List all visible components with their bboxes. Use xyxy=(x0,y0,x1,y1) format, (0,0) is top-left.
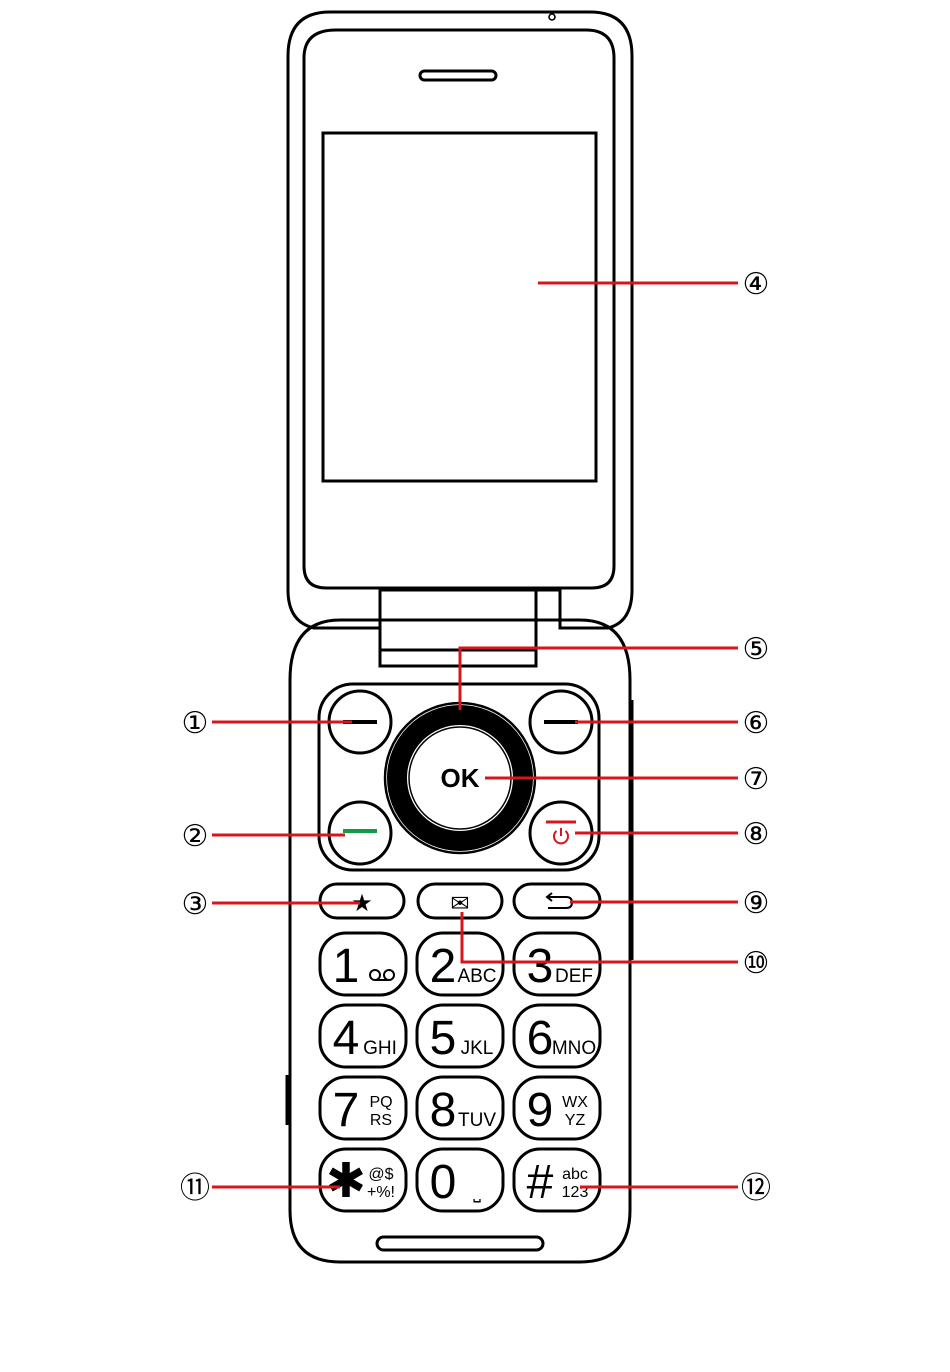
front-camera-dot xyxy=(549,14,555,20)
key-digit: 3 xyxy=(527,940,554,993)
key-letters-bottom: +%! xyxy=(367,1184,395,1201)
callout-4: ④ xyxy=(743,267,770,302)
microphone-slot xyxy=(377,1237,543,1250)
callout-8: ⑧ xyxy=(743,817,770,852)
key-letters: MNO xyxy=(552,1038,596,1059)
leader-5 xyxy=(460,648,738,710)
key-1[interactable]: 1 xyxy=(320,933,406,995)
key-letters-top: abc xyxy=(562,1166,588,1183)
voicemail-icon xyxy=(370,970,394,980)
ok-key-label[interactable]: OK xyxy=(441,763,480,793)
callout-2: ② xyxy=(182,819,209,854)
message-key[interactable]: ✉ xyxy=(418,884,502,918)
callout-11: ⑪ xyxy=(180,1171,210,1206)
key-letters-top: PQ xyxy=(369,1094,392,1111)
favorite-key[interactable]: ★ xyxy=(320,884,404,918)
callout-5: ⑤ xyxy=(743,632,770,667)
key-letters: JKL xyxy=(461,1038,494,1059)
key-digit: 5 xyxy=(430,1012,457,1065)
call-key[interactable] xyxy=(329,802,391,864)
callout-7: ⑦ xyxy=(743,762,770,797)
earpiece-speaker xyxy=(420,71,496,80)
flip-top xyxy=(288,12,632,628)
key-letters: ⎵ xyxy=(473,1182,481,1203)
flip-outer-shell xyxy=(288,12,632,628)
key-letters-bottom: YZ xyxy=(565,1112,586,1129)
callout-1: ① xyxy=(182,706,209,741)
key-digit: 6 xyxy=(527,1012,554,1065)
key-letters: TUV xyxy=(458,1110,496,1131)
key-digit: 4 xyxy=(333,1012,360,1065)
key-digit: 8 xyxy=(430,1084,457,1137)
power-icon xyxy=(554,828,568,843)
back-arrow-icon xyxy=(547,893,572,908)
main-screen xyxy=(323,133,596,481)
key-letters-top: @$ xyxy=(368,1166,393,1183)
key-digit: 2 xyxy=(430,940,457,993)
key-letters: ABC xyxy=(457,966,496,987)
key-digit: 7 xyxy=(333,1084,360,1137)
envelope-icon: ✉ xyxy=(450,891,469,917)
key-letters: GHI xyxy=(363,1038,397,1059)
key-digit: # xyxy=(527,1156,554,1209)
callout-6: ⑥ xyxy=(743,706,770,741)
callout-9: ⑨ xyxy=(743,886,770,921)
key-10[interactable]: ✱@$+%! xyxy=(320,1149,406,1211)
callout-12: ⑫ xyxy=(741,1171,771,1206)
key-digit: 9 xyxy=(527,1084,554,1137)
key-letters-bottom: RS xyxy=(370,1112,392,1129)
callout-numbers: ① ② ③ ④ ⑤ ⑥ ⑦ ⑧ ⑨ ⑩ ⑪ ⑫ xyxy=(180,267,771,1206)
hinge xyxy=(380,588,536,666)
hinge-block xyxy=(380,588,536,666)
key-11[interactable]: 0⎵ xyxy=(417,1149,503,1211)
key-letters: DEF xyxy=(555,966,593,987)
key-digit: 0 xyxy=(430,1156,457,1209)
callout-3: ③ xyxy=(182,887,209,922)
key-digit: ✱ xyxy=(326,1155,366,1208)
key-digit: 1 xyxy=(333,940,360,993)
callout-10: ⑩ xyxy=(743,946,770,981)
flip-inner-bezel xyxy=(304,30,614,588)
key-letters-top: WX xyxy=(562,1094,588,1111)
